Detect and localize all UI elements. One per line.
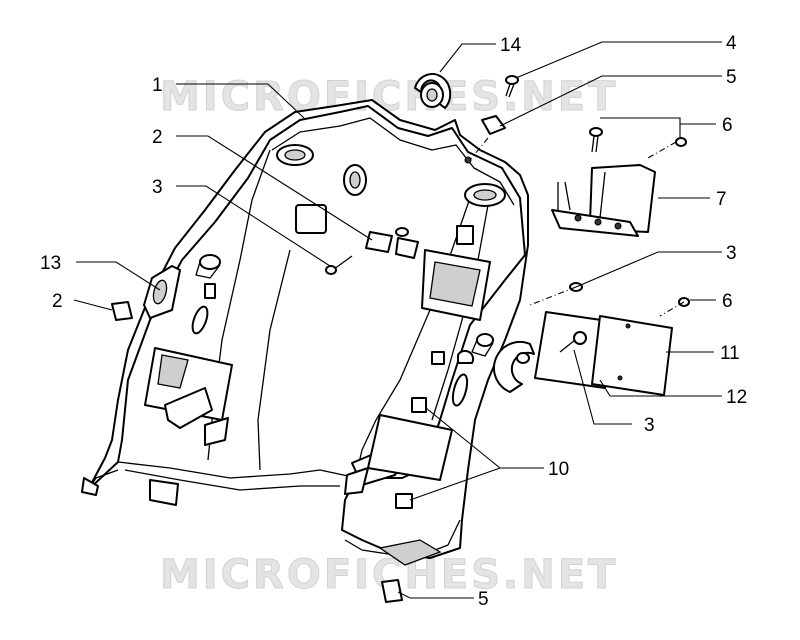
clip-part-13 bbox=[143, 265, 181, 319]
callout-6-top: 6 bbox=[722, 115, 733, 136]
clip-part-5-bottom bbox=[381, 579, 403, 603]
leg-shield-panel bbox=[81, 99, 529, 566]
screw-part-4 bbox=[505, 75, 519, 98]
nut-part-2-top bbox=[365, 227, 419, 259]
callout-1: 1 bbox=[152, 75, 163, 96]
callout-2-left: 2 bbox=[52, 291, 63, 312]
leader-lines bbox=[73, 41, 722, 599]
grommet-part-14 bbox=[414, 72, 452, 109]
callout-2-top: 2 bbox=[152, 127, 163, 148]
callout-6-right: 6 bbox=[722, 291, 733, 312]
callout-3-bottom: 3 bbox=[644, 415, 655, 436]
callout-7: 7 bbox=[716, 189, 727, 210]
clip-part-5-top bbox=[481, 115, 506, 135]
callout-3-left: 3 bbox=[152, 177, 163, 198]
callout-5-top: 5 bbox=[726, 67, 737, 88]
callout-12: 12 bbox=[726, 387, 747, 408]
callout-3-right: 3 bbox=[726, 243, 737, 264]
callout-4: 4 bbox=[726, 33, 737, 54]
callout-14: 14 bbox=[500, 35, 522, 56]
watermark-bottom: MICROFICHES.NET bbox=[160, 552, 618, 598]
callout-10: 10 bbox=[548, 459, 569, 480]
callout-13: 13 bbox=[40, 253, 61, 274]
bracket-part-7 bbox=[551, 164, 656, 237]
clips-part-10 bbox=[395, 397, 427, 509]
callout-11: 11 bbox=[720, 343, 740, 364]
callout-labels: 1 2 3 13 2 14 4 5 6 7 3 6 11 12 3 10 5 bbox=[40, 33, 747, 610]
watermark-top: MICROFICHES.NET bbox=[160, 74, 618, 120]
nut-part-2-left bbox=[111, 301, 133, 321]
callout-5-bottom: 5 bbox=[478, 589, 489, 610]
panel-part-11 bbox=[591, 315, 673, 396]
screw-part-3-left bbox=[325, 255, 353, 275]
clip-half-moon bbox=[493, 341, 535, 393]
